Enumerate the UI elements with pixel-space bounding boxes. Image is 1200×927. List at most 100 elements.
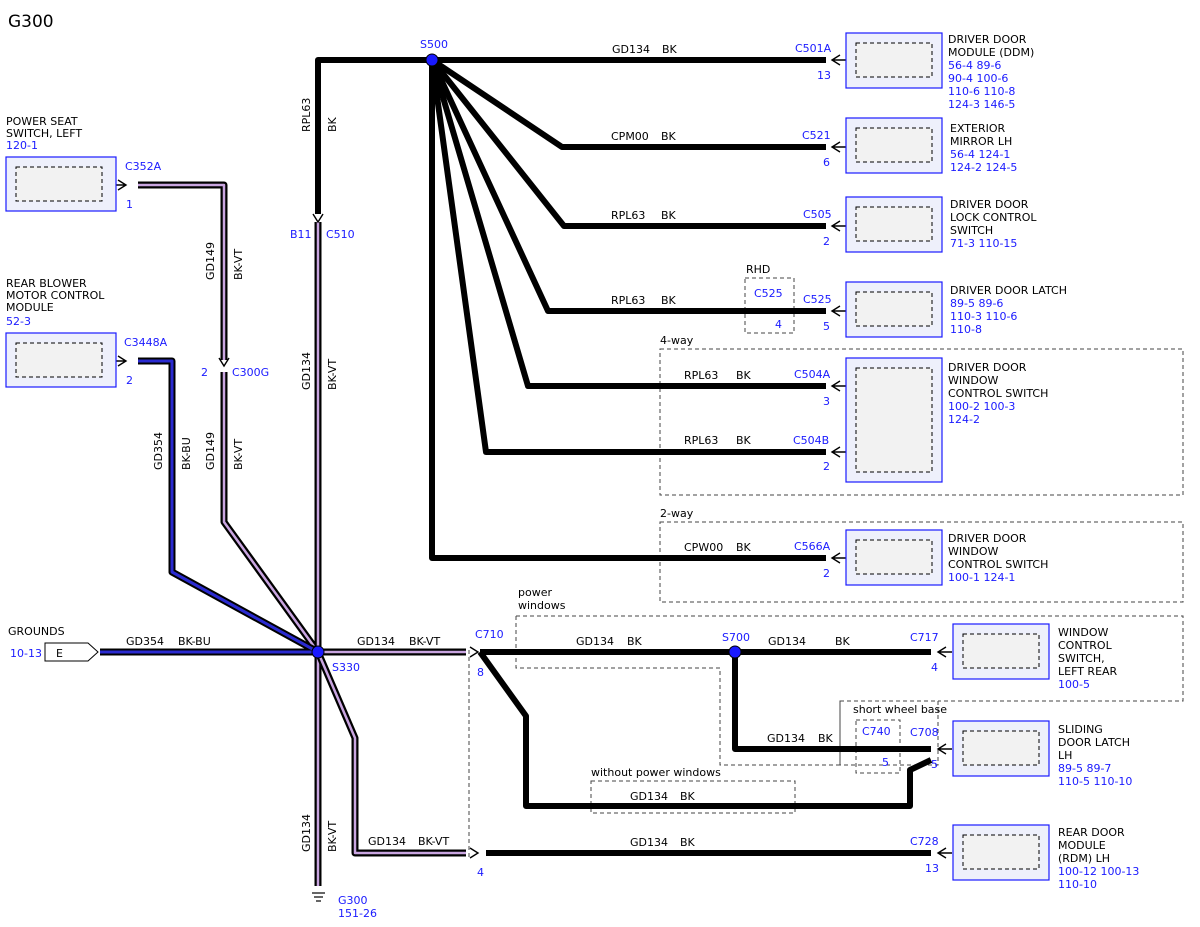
right-module-1-ref-0: 56-4 124-1 (950, 148, 1010, 161)
power-windows-option-box (515, 615, 1184, 766)
right-module-3-circuit: RPL63 (611, 294, 645, 307)
right-module-6-ref-0: 100-5 (1058, 678, 1090, 691)
right-module-3-title-0: DRIVER DOOR LATCH (950, 284, 1067, 297)
four-way-label: 4-way (660, 334, 694, 347)
right-module-8-title-1: MODULE (1058, 839, 1106, 852)
c504b-color: BK (736, 434, 752, 447)
right-module-5-ref-0: 100-1 124-1 (948, 571, 1015, 584)
c504b-pin: 2 (823, 460, 830, 473)
right-module-7-title-0: SLIDING (1058, 723, 1103, 736)
gd354-vert-circuit: GD354 (152, 432, 165, 470)
right-module-0-ref-1: 90-4 100-6 (948, 72, 1008, 85)
black-wires (315, 57, 933, 856)
right-module-2-color: BK (661, 209, 677, 222)
power-windows-label-2: windows (518, 599, 566, 612)
without-power-windows-box (590, 780, 796, 814)
right-module-8-ref-0: 100-12 100-13 (1058, 865, 1139, 878)
gd134-c710-color: BK-VT (409, 635, 440, 648)
splice-s700 (728, 645, 742, 659)
rear-blower-title-2: MOTOR CONTROL (6, 289, 105, 302)
c710-pin-top: 8 (477, 666, 484, 679)
c510-label: C510 (326, 228, 355, 241)
c352a-pin: 1 (126, 198, 133, 211)
rhd-label: RHD (746, 263, 770, 276)
gd149-upper-circuit: GD149 (204, 242, 217, 280)
right-module-6-title-2: SWITCH, (1058, 652, 1105, 665)
right-module-3-ref-0: 89-5 89-6 (950, 297, 1003, 310)
c3448a-pin: 2 (126, 374, 133, 387)
right-module-3-pin: 5 (823, 320, 830, 333)
splice-s330 (311, 645, 325, 659)
right-module-4-circuit: RPL63 (684, 369, 718, 382)
right-module-2-pin: 2 (823, 235, 830, 248)
c300g-label: C300G (232, 366, 269, 379)
gd354-vert-color: BK-BU (180, 437, 193, 470)
right-module-0-pin: 13 (817, 69, 831, 82)
right-module-1-ref-1: 124-2 124-5 (950, 161, 1017, 174)
right-module-4-title-1: WINDOW (948, 374, 998, 387)
c710-s700-circuit: GD134 (576, 635, 614, 648)
without-power-windows-label: without power windows (591, 766, 721, 779)
grounds-wire-circuit: GD354 (126, 635, 164, 648)
s700-down-circuit: GD134 (767, 732, 805, 745)
right-module-8-inner (962, 834, 1040, 870)
g300-ref: 151-26 (338, 907, 377, 920)
right-module-8-connector: C728 (910, 835, 939, 848)
right-module-0-circuit: GD134 (612, 43, 650, 56)
s700-down-color: BK (818, 732, 834, 745)
right-module-4-color: BK (736, 369, 752, 382)
module-power-seat-switch: POWER SEAT SWITCH, LEFT 120-1 C352A 1 (5, 115, 162, 212)
right-module-4-inner (855, 367, 933, 473)
c300g-pin: 2 (201, 366, 208, 379)
splice-s500-label: S500 (420, 38, 448, 51)
gd134-c710-circuit: GD134 (357, 635, 395, 648)
c710-label: C710 (475, 628, 504, 641)
power-seat-ref: 120-1 (6, 139, 38, 152)
right-module-8-ref-1: 110-10 (1058, 878, 1097, 891)
right-module-1-pin: 6 (823, 156, 830, 169)
right-module-0-title-0: DRIVER DOOR (948, 33, 1027, 46)
right-module-6-circuit: GD134 (768, 635, 806, 648)
rhd-connector-label: C525 (754, 287, 783, 300)
right-module-4-pin: 3 (823, 395, 830, 408)
c504b-label: C504B (793, 434, 829, 447)
right-module-5-pin: 2 (823, 567, 830, 580)
right-module-0-ref-2: 110-6 110-8 (948, 85, 1015, 98)
right-module-6-title-1: CONTROL (1058, 639, 1113, 652)
gd149-lower-color: BK-VT (232, 439, 245, 470)
gd134-ground-circuit: GD134 (300, 814, 313, 852)
module-rear-blower-motor: REAR BLOWER MOTOR CONTROL MODULE 52-3 C3… (5, 277, 168, 388)
c504b-circuit: RPL63 (684, 434, 718, 447)
right-module-2-connector: C505 (803, 208, 832, 221)
right-module-3-inner (855, 291, 933, 327)
grounds-tag: E (56, 647, 63, 660)
right-module-1-circuit: CPM00 (611, 130, 649, 143)
right-module-7-ref-1: 110-5 110-10 (1058, 775, 1132, 788)
right-module-6-title-3: LEFT REAR (1058, 665, 1118, 678)
gd134-vert-circuit: GD134 (300, 352, 313, 390)
right-module-8-circuit: GD134 (630, 836, 668, 849)
rhd-option-box (744, 277, 795, 334)
right-module-4-ref-0: 100-2 100-3 (948, 400, 1015, 413)
right-module-3-ref-2: 110-8 (950, 323, 982, 336)
right-module-5-title-0: DRIVER DOOR (948, 532, 1027, 545)
right-module-1-color: BK (661, 130, 677, 143)
c710-pin-bottom: 4 (477, 866, 484, 879)
right-module-5-circuit: CPW00 (684, 541, 723, 554)
right-module-5-inner (855, 539, 933, 575)
gd134-vert-color: BK-VT (326, 359, 339, 390)
gd134-rdm-in-circuit: GD134 (368, 835, 406, 848)
right-module-7-ref-0: 89-5 89-7 (1058, 762, 1111, 775)
two-way-label: 2-way (660, 507, 694, 520)
two-way-option-box (659, 521, 1184, 603)
rear-blower-title-1: REAR BLOWER (6, 277, 87, 290)
splice-s700-label: S700 (722, 631, 750, 644)
right-module-3-color: BK (661, 294, 677, 307)
rpl63-vert-circuit: RPL63 (300, 98, 313, 132)
right-module-2-title-1: LOCK CONTROL (950, 211, 1037, 224)
right-module-8-title-0: REAR DOOR (1058, 826, 1125, 839)
g300-label: G300 (338, 894, 368, 907)
rear-blower-title-3: MODULE (6, 301, 54, 314)
right-module-8-title-2: (RDM) LH (1058, 852, 1110, 865)
right-module-6-color: BK (835, 635, 851, 648)
